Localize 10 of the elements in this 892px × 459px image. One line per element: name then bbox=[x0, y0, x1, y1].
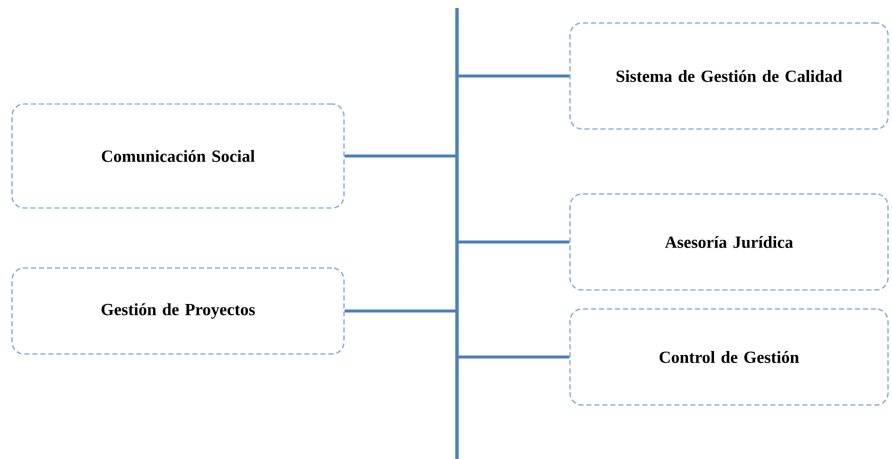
connector-line bbox=[457, 240, 570, 244]
connector-line bbox=[344, 154, 457, 158]
connector-line bbox=[344, 310, 457, 312]
dashed-box: Sistema de Gestión de Calidad bbox=[569, 22, 889, 130]
dashed-box: Control de Gestión bbox=[569, 308, 889, 406]
dashed-box: Comunicación Social bbox=[11, 103, 345, 209]
connector-line bbox=[457, 74, 570, 78]
dashed-box: Gestión de Proyectos bbox=[11, 267, 345, 355]
connector-line bbox=[457, 356, 570, 358]
dashed-box: Asesoría Jurídica bbox=[569, 193, 889, 291]
